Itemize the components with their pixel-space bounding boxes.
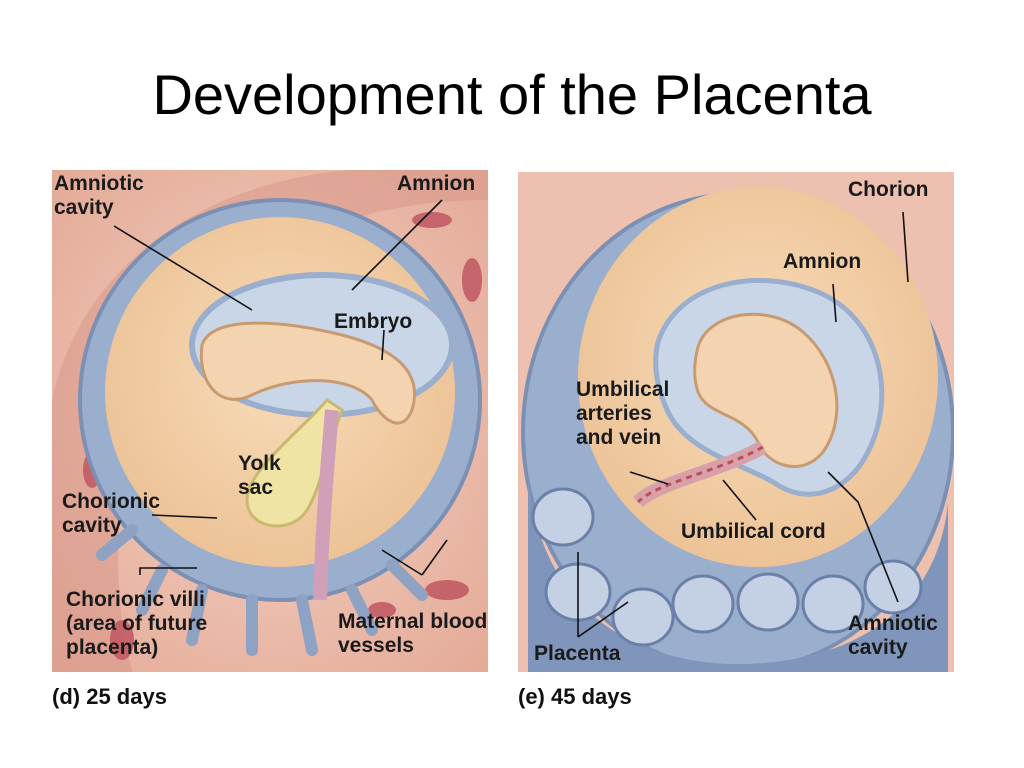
- illustration-25-days: [52, 170, 488, 672]
- label-chorion: Chorion: [848, 178, 929, 201]
- panel-45-days: Chorion Amnion Umbilical arteries and ve…: [518, 172, 954, 672]
- embryo: [693, 312, 839, 468]
- label-amnion-e: Amnion: [783, 250, 862, 273]
- caption-25-days: (d) 25 days: [52, 684, 167, 709]
- label-amnion-d: Amnion: [397, 172, 476, 195]
- panel-25-days: Amniotic cavity Amnion Embryo Yolk sac C…: [52, 170, 488, 672]
- umbilical-vessels: [636, 445, 764, 504]
- label-yolk-sac: Yolk sac: [238, 452, 281, 499]
- page-title: Development of the Placenta: [152, 63, 872, 126]
- label-maternal-blood-vessels: Maternal blood vessels: [338, 610, 488, 657]
- label-amniotic-cavity-d: Amniotic cavity: [54, 172, 144, 219]
- connecting-stalk: [313, 409, 339, 601]
- leader-lines: [113, 199, 448, 576]
- placental-cotyledons: [531, 487, 923, 647]
- placenta-zone: [528, 472, 948, 672]
- label-chorionic-cavity: Chorionic cavity: [62, 490, 160, 537]
- caption-45-days: (e) 45 days: [518, 684, 632, 709]
- chorionic-villi: [96, 524, 428, 656]
- label-umbilical-cord: Umbilical cord: [681, 520, 826, 543]
- label-umbilical-vessels: Umbilical arteries and vein: [576, 378, 670, 449]
- label-placenta: Placenta: [534, 642, 621, 665]
- illustration-45-days: [518, 172, 954, 672]
- label-embryo: Embryo: [334, 310, 413, 333]
- label-amniotic-cavity-e: Amniotic cavity: [848, 612, 938, 659]
- embryo: [199, 321, 416, 425]
- label-chorionic-villi: Chorionic villi (area of future placenta…: [66, 588, 208, 659]
- leader-lines: [577, 211, 909, 638]
